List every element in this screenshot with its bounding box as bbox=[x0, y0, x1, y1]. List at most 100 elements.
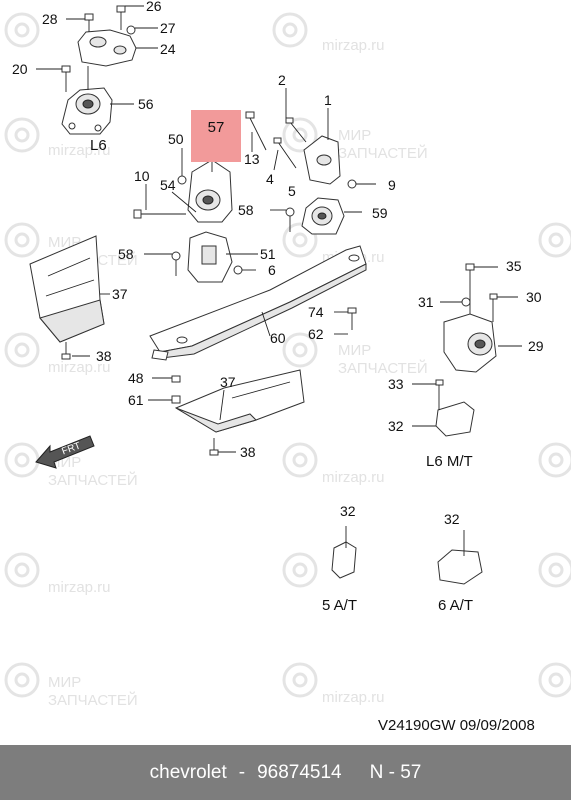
callout-9[interactable]: 5 bbox=[288, 183, 296, 199]
highlight-label[interactable]: 57 bbox=[208, 119, 225, 136]
bolt-icon bbox=[171, 395, 181, 404]
watermark-text: mirzap.ru bbox=[322, 37, 385, 54]
watermark-icon bbox=[282, 222, 318, 258]
callout-24[interactable]: 24 bbox=[160, 41, 176, 57]
callout-28[interactable]: 28 bbox=[42, 11, 58, 27]
watermark-icon bbox=[4, 442, 40, 478]
callout-32-5at[interactable]: 32 bbox=[340, 503, 356, 519]
watermark-text: mirzap.ru bbox=[322, 689, 385, 706]
watermark-icon bbox=[4, 662, 40, 698]
crossmember bbox=[149, 245, 367, 361]
watermark-icon bbox=[538, 222, 571, 258]
bolt-icon bbox=[465, 263, 475, 314]
bolt-icon bbox=[435, 379, 444, 410]
callout-37-right[interactable]: 37 bbox=[220, 374, 236, 390]
bolt-icon bbox=[347, 307, 357, 330]
callout-37-left[interactable]: 37 bbox=[112, 286, 128, 302]
watermark-text: ЗАПЧАСТЕЙ bbox=[48, 691, 138, 709]
watermark-icon bbox=[282, 662, 318, 698]
watermark-text: ЗАПЧАСТЕЙ bbox=[48, 471, 138, 489]
callout-60[interactable]: 60 bbox=[270, 330, 286, 346]
watermark-icon bbox=[282, 442, 318, 478]
callout-54[interactable]: 10 bbox=[134, 168, 150, 184]
footer-separator: - bbox=[238, 761, 246, 783]
callout-1[interactable]: 1 bbox=[324, 92, 332, 108]
callout-59[interactable]: 59 bbox=[372, 205, 388, 221]
caption-l6-mt: L6 M/T bbox=[426, 453, 473, 470]
caption-l6: L6 bbox=[90, 137, 107, 154]
callout-10[interactable]: 9 bbox=[388, 177, 396, 193]
bolt-icon bbox=[177, 175, 187, 185]
watermark-icon bbox=[272, 12, 308, 48]
bolt-icon bbox=[489, 293, 498, 322]
bolt-icon bbox=[209, 438, 219, 456]
watermark-icon bbox=[4, 117, 40, 153]
callout-48[interactable]: 48 bbox=[128, 370, 144, 386]
callout-51[interactable]: 51 bbox=[260, 246, 276, 262]
callout-30[interactable]: 30 bbox=[526, 289, 542, 305]
watermark-icon bbox=[4, 222, 40, 258]
footer-brand: chevrolet bbox=[149, 761, 227, 783]
callout-33[interactable]: 33 bbox=[388, 376, 404, 392]
callout-2[interactable]: 2 bbox=[278, 72, 286, 88]
callout-50[interactable]: 50 bbox=[168, 131, 184, 147]
front-arrow-icon: FRT bbox=[35, 435, 95, 469]
bolt-icon bbox=[116, 5, 126, 30]
callout-35[interactable]: 35 bbox=[506, 258, 522, 274]
watermark-text: mirzap.ru bbox=[48, 579, 111, 596]
watermark-text: mirzap.ru bbox=[48, 359, 111, 376]
watermark-icon bbox=[282, 332, 318, 368]
caption-6at: 6 A/T bbox=[438, 597, 473, 614]
callout-56[interactable]: 56 bbox=[138, 96, 154, 112]
callout-labels: 28 26 27 24 20 56 2 1 50 13 4 9 10 54 5 … bbox=[12, 0, 544, 527]
callout-6[interactable]: 6 bbox=[268, 262, 276, 278]
callout-32[interactable]: 32 bbox=[388, 418, 404, 434]
callout-58-lower[interactable]: 58 bbox=[118, 246, 134, 262]
watermark-text: mirzap.ru bbox=[322, 469, 385, 486]
bolt-icon bbox=[461, 297, 471, 307]
callout-58-upper[interactable]: 58 bbox=[238, 202, 254, 218]
bolt-icon bbox=[126, 25, 136, 35]
callout-27[interactable]: 27 bbox=[160, 20, 176, 36]
watermark-icon bbox=[282, 117, 318, 153]
callout-13[interactable]: 13 bbox=[244, 151, 260, 167]
leader-lines bbox=[36, 5, 522, 453]
watermark-text: МИР bbox=[48, 674, 81, 691]
watermark-icon bbox=[538, 442, 571, 478]
at6-mount bbox=[437, 530, 483, 585]
l6-mt-mount bbox=[435, 313, 497, 437]
callout-5[interactable]: 54 bbox=[160, 177, 176, 193]
highlight-box bbox=[191, 110, 241, 162]
bolt-icon bbox=[273, 137, 297, 169]
bolt-icon bbox=[84, 13, 94, 32]
rear-mount-bracket bbox=[187, 159, 233, 283]
footer-part-number: 96874514 bbox=[257, 761, 342, 783]
front-mount-bracket bbox=[301, 135, 345, 235]
bolt-icon bbox=[171, 375, 181, 383]
callout-61[interactable]: 61 bbox=[128, 392, 144, 408]
watermark-text: ЗАПЧАСТЕЙ bbox=[338, 144, 428, 162]
callout-62[interactable]: 62 bbox=[308, 326, 324, 342]
bolt-icon bbox=[61, 342, 71, 360]
bolt-icon bbox=[133, 209, 186, 219]
callout-4[interactable]: 4 bbox=[266, 171, 274, 187]
watermark-icon bbox=[4, 332, 40, 368]
at5-mount bbox=[331, 526, 357, 579]
callout-26[interactable]: 26 bbox=[146, 0, 162, 14]
bolt-icon bbox=[347, 179, 357, 189]
parts-diagram: mirzap.ru mirzap.ru МИР ЗАПЧАСТЕЙ МИР ЗА… bbox=[4, 0, 571, 734]
callout-74[interactable]: 74 bbox=[308, 304, 324, 320]
callout-38-left[interactable]: 38 bbox=[96, 348, 112, 364]
callout-38-right[interactable]: 38 bbox=[240, 444, 256, 460]
callout-20[interactable]: 20 bbox=[12, 61, 28, 77]
watermark-icon bbox=[4, 552, 40, 588]
bolt-icon bbox=[285, 207, 295, 232]
splash-shield-right bbox=[174, 369, 305, 433]
callout-31[interactable]: 31 bbox=[418, 294, 434, 310]
watermark-icon bbox=[282, 552, 318, 588]
callout-32-6at[interactable]: 32 bbox=[444, 511, 460, 527]
watermark-text: mirzap.ru bbox=[48, 142, 111, 159]
watermark-icon bbox=[538, 552, 571, 588]
bolt-icon bbox=[171, 251, 181, 276]
callout-29[interactable]: 29 bbox=[528, 338, 544, 354]
